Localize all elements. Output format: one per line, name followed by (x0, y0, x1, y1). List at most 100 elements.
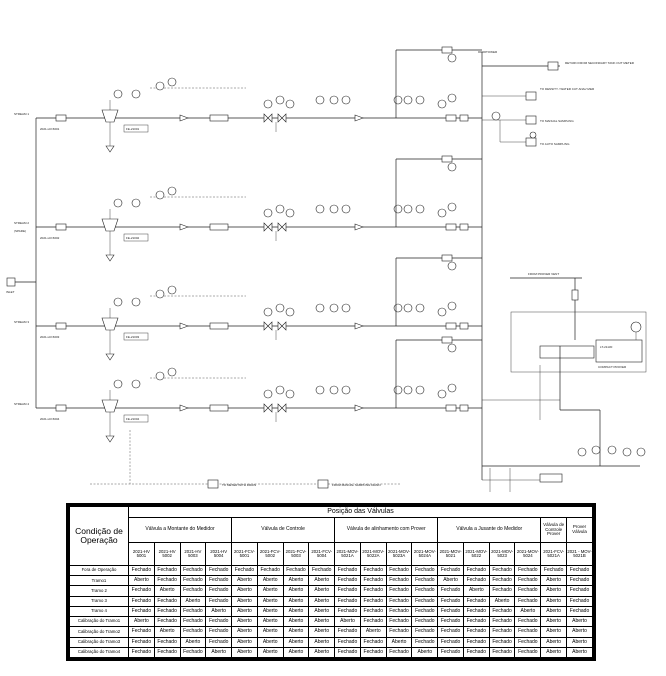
valve-state-cell: Fechado (128, 636, 155, 648)
valve-state-cell: Aberto (359, 626, 387, 638)
valve-state-cell: Fechado (153, 564, 181, 577)
valve-state-cell: Aberto (282, 585, 310, 597)
meter-tag-box (123, 124, 149, 133)
outlet-valve (445, 114, 457, 122)
valve-state-cell: Aberto (540, 605, 568, 618)
valve-state-cell: Fechado (514, 616, 542, 628)
valve-state-cell: Aberto (462, 585, 490, 597)
instrument-bubble (131, 297, 141, 307)
valve-state-cell: Fechado (411, 595, 439, 607)
valve-state-cell: Aberto (205, 605, 233, 618)
valve-state-cell: Aberto (256, 616, 284, 628)
valve-state-cell: Fechado (334, 564, 361, 577)
meter-tag: FE-21003 (126, 335, 140, 339)
row-label: Tramo1 (69, 575, 129, 587)
valve-state-cell: Fechado (462, 595, 490, 607)
column-header: 2021-FCV-5001 (231, 542, 258, 566)
instrument-bubble (113, 379, 123, 389)
inlet-valve-tag: 2021-HV-5002 (40, 236, 60, 240)
valve-state-cell: Fechado (437, 646, 464, 659)
instrument-bubble (113, 297, 123, 307)
valve-state-cell: Aberto (231, 605, 258, 618)
valve-state-cell: Aberto (308, 585, 336, 597)
valve-state-cell: Fechado (488, 605, 516, 618)
prover-area: FROM PROVER VENT LT-21130 COMPACT PROVER (482, 272, 647, 492)
check-valve (179, 223, 189, 231)
stream-label: STREAM 4 (14, 402, 29, 406)
valve-state-cell: Fechado (411, 636, 439, 648)
valve-state-cell: Fechado (334, 636, 361, 648)
bottom-drain: TO METER WITH DRAIN FROM MANUAL SAMPLING… (90, 430, 400, 489)
valve-state-cell: Fechado (205, 595, 233, 607)
column-header: 2021-MOV-5023 (488, 542, 516, 566)
column-header: 2021-MOV-5023A (385, 542, 413, 566)
valve-state-cell: Aberto (282, 595, 310, 607)
valve-state-cell: Aberto (282, 605, 310, 618)
valve-state-cell: Fechado (514, 636, 542, 648)
valve-state-cell: Aberto (540, 626, 568, 638)
pid-drawing: INLET TOWER RETURN FROM SECONDARY TANK O… (6, 46, 647, 492)
valve-state-cell: Fechado (308, 564, 336, 577)
group-header: Válvula de Controle Prover (540, 517, 568, 543)
valve-state-cell: Fechado (411, 575, 439, 587)
stream-sub-label: (SPARE) (14, 229, 26, 233)
valve-state-cell: Aberto (128, 616, 155, 628)
valve-state-cell: Aberto (256, 605, 284, 618)
right-outputs: RETURN FROM SECONDARY TANK OUT METER TO … (482, 61, 635, 147)
valve-state-cell: Fechado (462, 605, 490, 618)
valve-state-cell: Aberto (540, 585, 568, 597)
valve-state-cell: Aberto (128, 575, 155, 587)
valve-state-cell: Aberto (308, 626, 336, 638)
column-header: 2021-FCV-5004 (308, 542, 336, 566)
valve-state-cell: Fechado (359, 646, 387, 659)
outlet-valve (445, 223, 457, 231)
valve-state-cell: Aberto (540, 646, 568, 659)
valve-state-cell: Fechado (462, 636, 490, 648)
valve-state-cell: Fechado (385, 585, 413, 597)
valve-state-cell: Fechado (437, 636, 464, 648)
valve-state-cell: Fechado (153, 605, 181, 618)
valve-state-cell: Fechado (437, 626, 464, 638)
row-label: Calibração do Tramo2 (69, 626, 129, 638)
valve-state-cell: Fechado (488, 626, 516, 638)
valve-state-cell: Fechado (231, 564, 258, 577)
valve-state-cell: Aberto (179, 595, 207, 607)
right-label-2: TO MANUAL SAMPLING (540, 119, 574, 123)
outlet-valve (445, 322, 457, 330)
valve-state-cell: Fechado (488, 646, 516, 659)
valve-state-cell: Fechado (153, 646, 181, 659)
column-header: 2021-MOV-5021 (437, 542, 464, 566)
valve-state-cell: Aberto (566, 626, 593, 638)
valve-state-cell: Aberto (488, 595, 516, 607)
column-header: 2021-MOV-5024A (411, 542, 439, 566)
prover-vessel (539, 345, 595, 359)
valve-state-cell: Fechado (153, 636, 181, 648)
column-header: 2021-MOV-5022A (359, 542, 387, 566)
valve-state-cell: Fechado (205, 575, 233, 587)
row-label: Fora de Operação (69, 564, 129, 577)
valve-state-cell: Aberto (385, 636, 413, 648)
inlet-symbol (6, 277, 16, 287)
valve-state-cell: Fechado (385, 605, 413, 618)
valve-state-cell: Fechado (334, 595, 361, 607)
column-header: 2021-HV 5004 (205, 542, 233, 566)
valve-state-cell: Fechado (205, 564, 233, 577)
valve-state-cell: Fechado (205, 626, 233, 638)
valve-state-cell: Fechado (256, 564, 284, 577)
valve-state-cell: Fechado (359, 585, 387, 597)
instrument-bubble (131, 198, 141, 208)
meter-tag: FE-21001 (126, 127, 140, 131)
valve-state-cell: Fechado (334, 585, 361, 597)
valve-state-cell: Aberto (308, 636, 336, 648)
valve-state-cell: Aberto (256, 595, 284, 607)
valve-state-cell: Fechado (153, 575, 181, 587)
valve-state-cell: Aberto (540, 575, 568, 587)
valve-state-cell: Fechado (359, 616, 387, 628)
valve-state-cell: Fechado (514, 595, 542, 607)
